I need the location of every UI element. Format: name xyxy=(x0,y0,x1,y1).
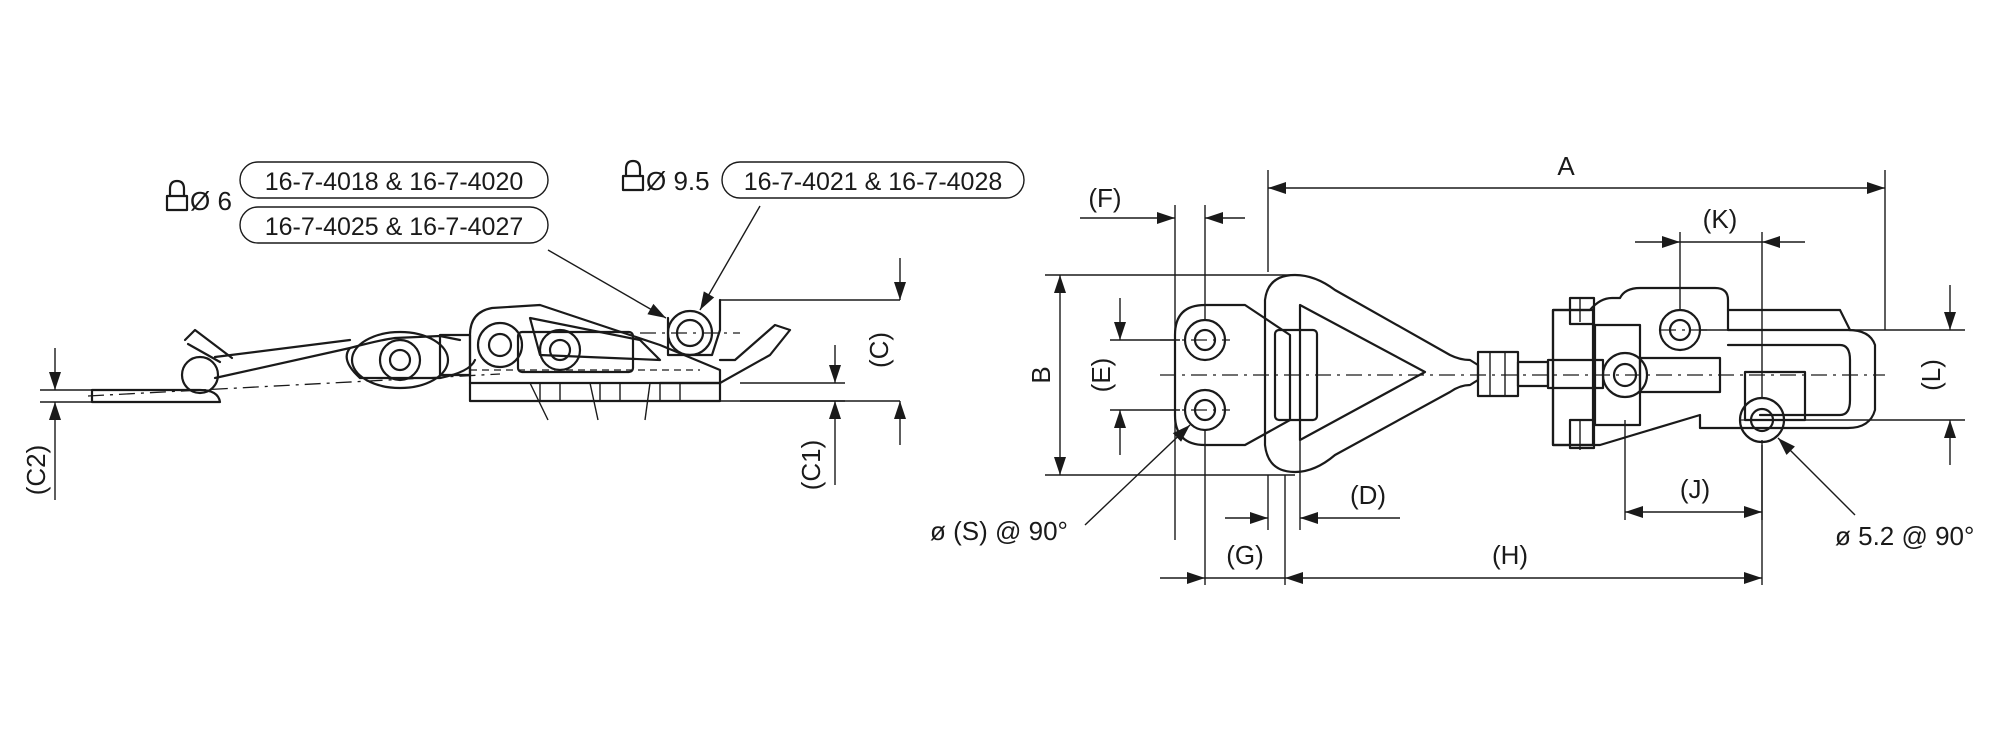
clamp-body xyxy=(468,303,722,385)
dim-b: B xyxy=(1026,274,1295,476)
side-view: (C) (C1) (C2) Ø 6 16-7-4018 & 16- xyxy=(21,159,1025,500)
dim-j-label: (J) xyxy=(1680,474,1710,504)
dim-c2-label: (C2) xyxy=(21,445,51,496)
dim-c-label: (C) xyxy=(864,332,894,368)
padlock-icon xyxy=(165,179,189,212)
dim-d: (D) xyxy=(1225,440,1400,530)
dim-j: (J) xyxy=(1624,420,1763,520)
dim-l-label: (L) xyxy=(1916,359,1946,391)
dim-k-label: (K) xyxy=(1703,204,1738,234)
hole-s-callout: ø (S) @ 90° xyxy=(930,424,1191,546)
lock-annotation-right: Ø 9.5 16-7-4021 & 16-7-4028 xyxy=(621,159,1025,311)
top-view: A B (E) (F) xyxy=(930,151,1974,585)
hole-s-label: ø (S) @ 90° xyxy=(930,516,1068,546)
dim-f: (F) xyxy=(1080,183,1245,540)
dim-a-label: A xyxy=(1557,151,1575,181)
part-group-2: 16-7-4025 & 16-7-4027 xyxy=(265,213,524,241)
lock-diameter-right: Ø 9.5 xyxy=(646,166,710,196)
dim-e-label: (E) xyxy=(1086,358,1116,393)
dim-d-label: (D) xyxy=(1350,480,1386,510)
threaded-rod xyxy=(1476,350,1605,398)
connecting-rod xyxy=(213,330,477,390)
dim-k: (K) xyxy=(1635,204,1805,398)
dim-h-label: (H) xyxy=(1492,540,1528,570)
hole-52-callout: ø 5.2 @ 90° xyxy=(1777,437,1974,551)
dim-f-label: (F) xyxy=(1088,183,1121,213)
lock-annotation-left: Ø 6 16-7-4018 & 16-7-4020 16-7-4025 & 16… xyxy=(165,161,667,319)
dim-l: (L) xyxy=(1700,285,1965,465)
lock-diameter-left: Ø 6 xyxy=(190,186,232,216)
dim-e: (E) xyxy=(1086,298,1180,455)
dim-c2: (C2) xyxy=(21,348,92,500)
part-group-3: 16-7-4021 & 16-7-4028 xyxy=(744,168,1003,196)
bail xyxy=(1263,273,1480,474)
hook xyxy=(87,328,501,404)
dim-g-h: (G) (H) xyxy=(1160,430,1763,585)
dim-c: (C) xyxy=(720,258,906,445)
dim-c1: (C1) xyxy=(740,345,845,490)
dim-c1-label: (C1) xyxy=(796,440,826,491)
padlock-icon xyxy=(621,159,645,192)
hole-52-label: ø 5.2 @ 90° xyxy=(1835,521,1974,551)
lever-body xyxy=(1551,286,1877,450)
part-group-1: 16-7-4018 & 16-7-4020 xyxy=(265,168,524,196)
dim-b-label: B xyxy=(1026,366,1056,383)
dim-a: A xyxy=(1267,151,1886,330)
base-plate xyxy=(468,381,722,421)
dim-g-label: (G) xyxy=(1226,540,1264,570)
